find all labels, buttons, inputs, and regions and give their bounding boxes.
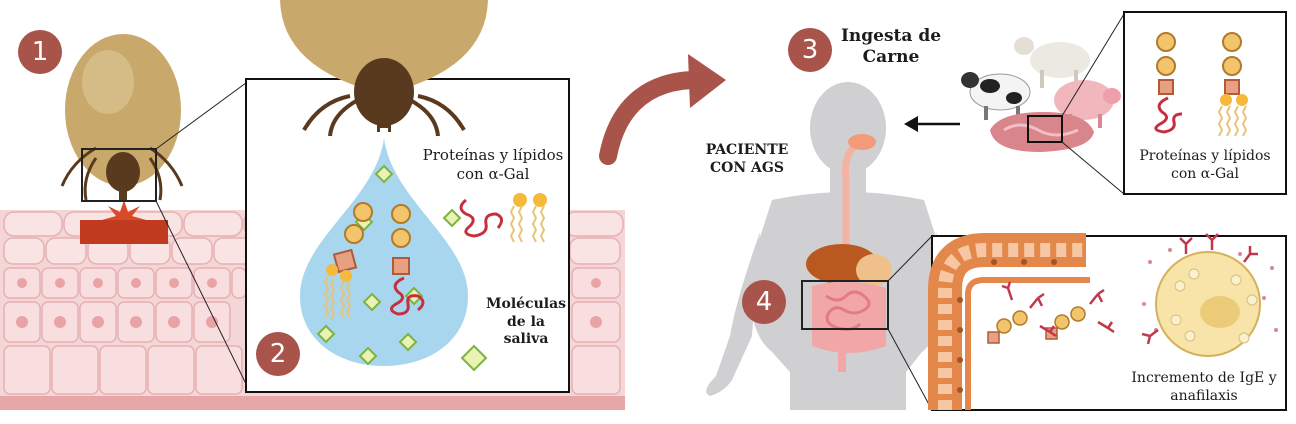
step-badge-4: 4	[742, 280, 786, 324]
lipid-icon	[509, 193, 547, 243]
mast-cell-icon	[1141, 233, 1278, 357]
bite-site	[80, 200, 168, 244]
zoom-indicator	[81, 79, 251, 393]
meat-protein-lipid-label: Proteínas y lípidos con α-Gal	[1139, 148, 1271, 182]
transition-arrow	[599, 54, 726, 165]
sheep-icon	[1014, 37, 1090, 88]
ingestion-arrow	[904, 116, 960, 132]
saliva-molecules-label: Moléculas de la saliva	[486, 296, 567, 347]
step-badge-3: 3	[788, 28, 832, 72]
patient-label: PACIENTE CON AGS	[705, 142, 789, 176]
steak-icon	[990, 13, 1125, 195]
meat-intake-label: Ingesta de Carne	[840, 26, 942, 68]
meat-detail-box	[1123, 11, 1287, 195]
ige-anaphylaxis-label: Incremento de IgE y anafilaxis	[1131, 370, 1277, 404]
cow-icon	[961, 72, 1031, 120]
step-badge-2: 2	[256, 332, 300, 376]
digestive-tract	[806, 134, 892, 372]
step-badge-1: 1	[18, 30, 62, 74]
tick-on-skin	[60, 34, 184, 202]
tick-mouthparts	[280, 0, 488, 137]
saliva-protein-lipid-label: Proteínas y lípidos con α-Gal	[422, 146, 564, 183]
zoom-indicator-gut	[801, 235, 933, 411]
alpha-gal-glycolipid	[323, 202, 373, 321]
alpha-gal-glycoprotein	[390, 204, 425, 316]
protein-icon	[459, 198, 503, 238]
